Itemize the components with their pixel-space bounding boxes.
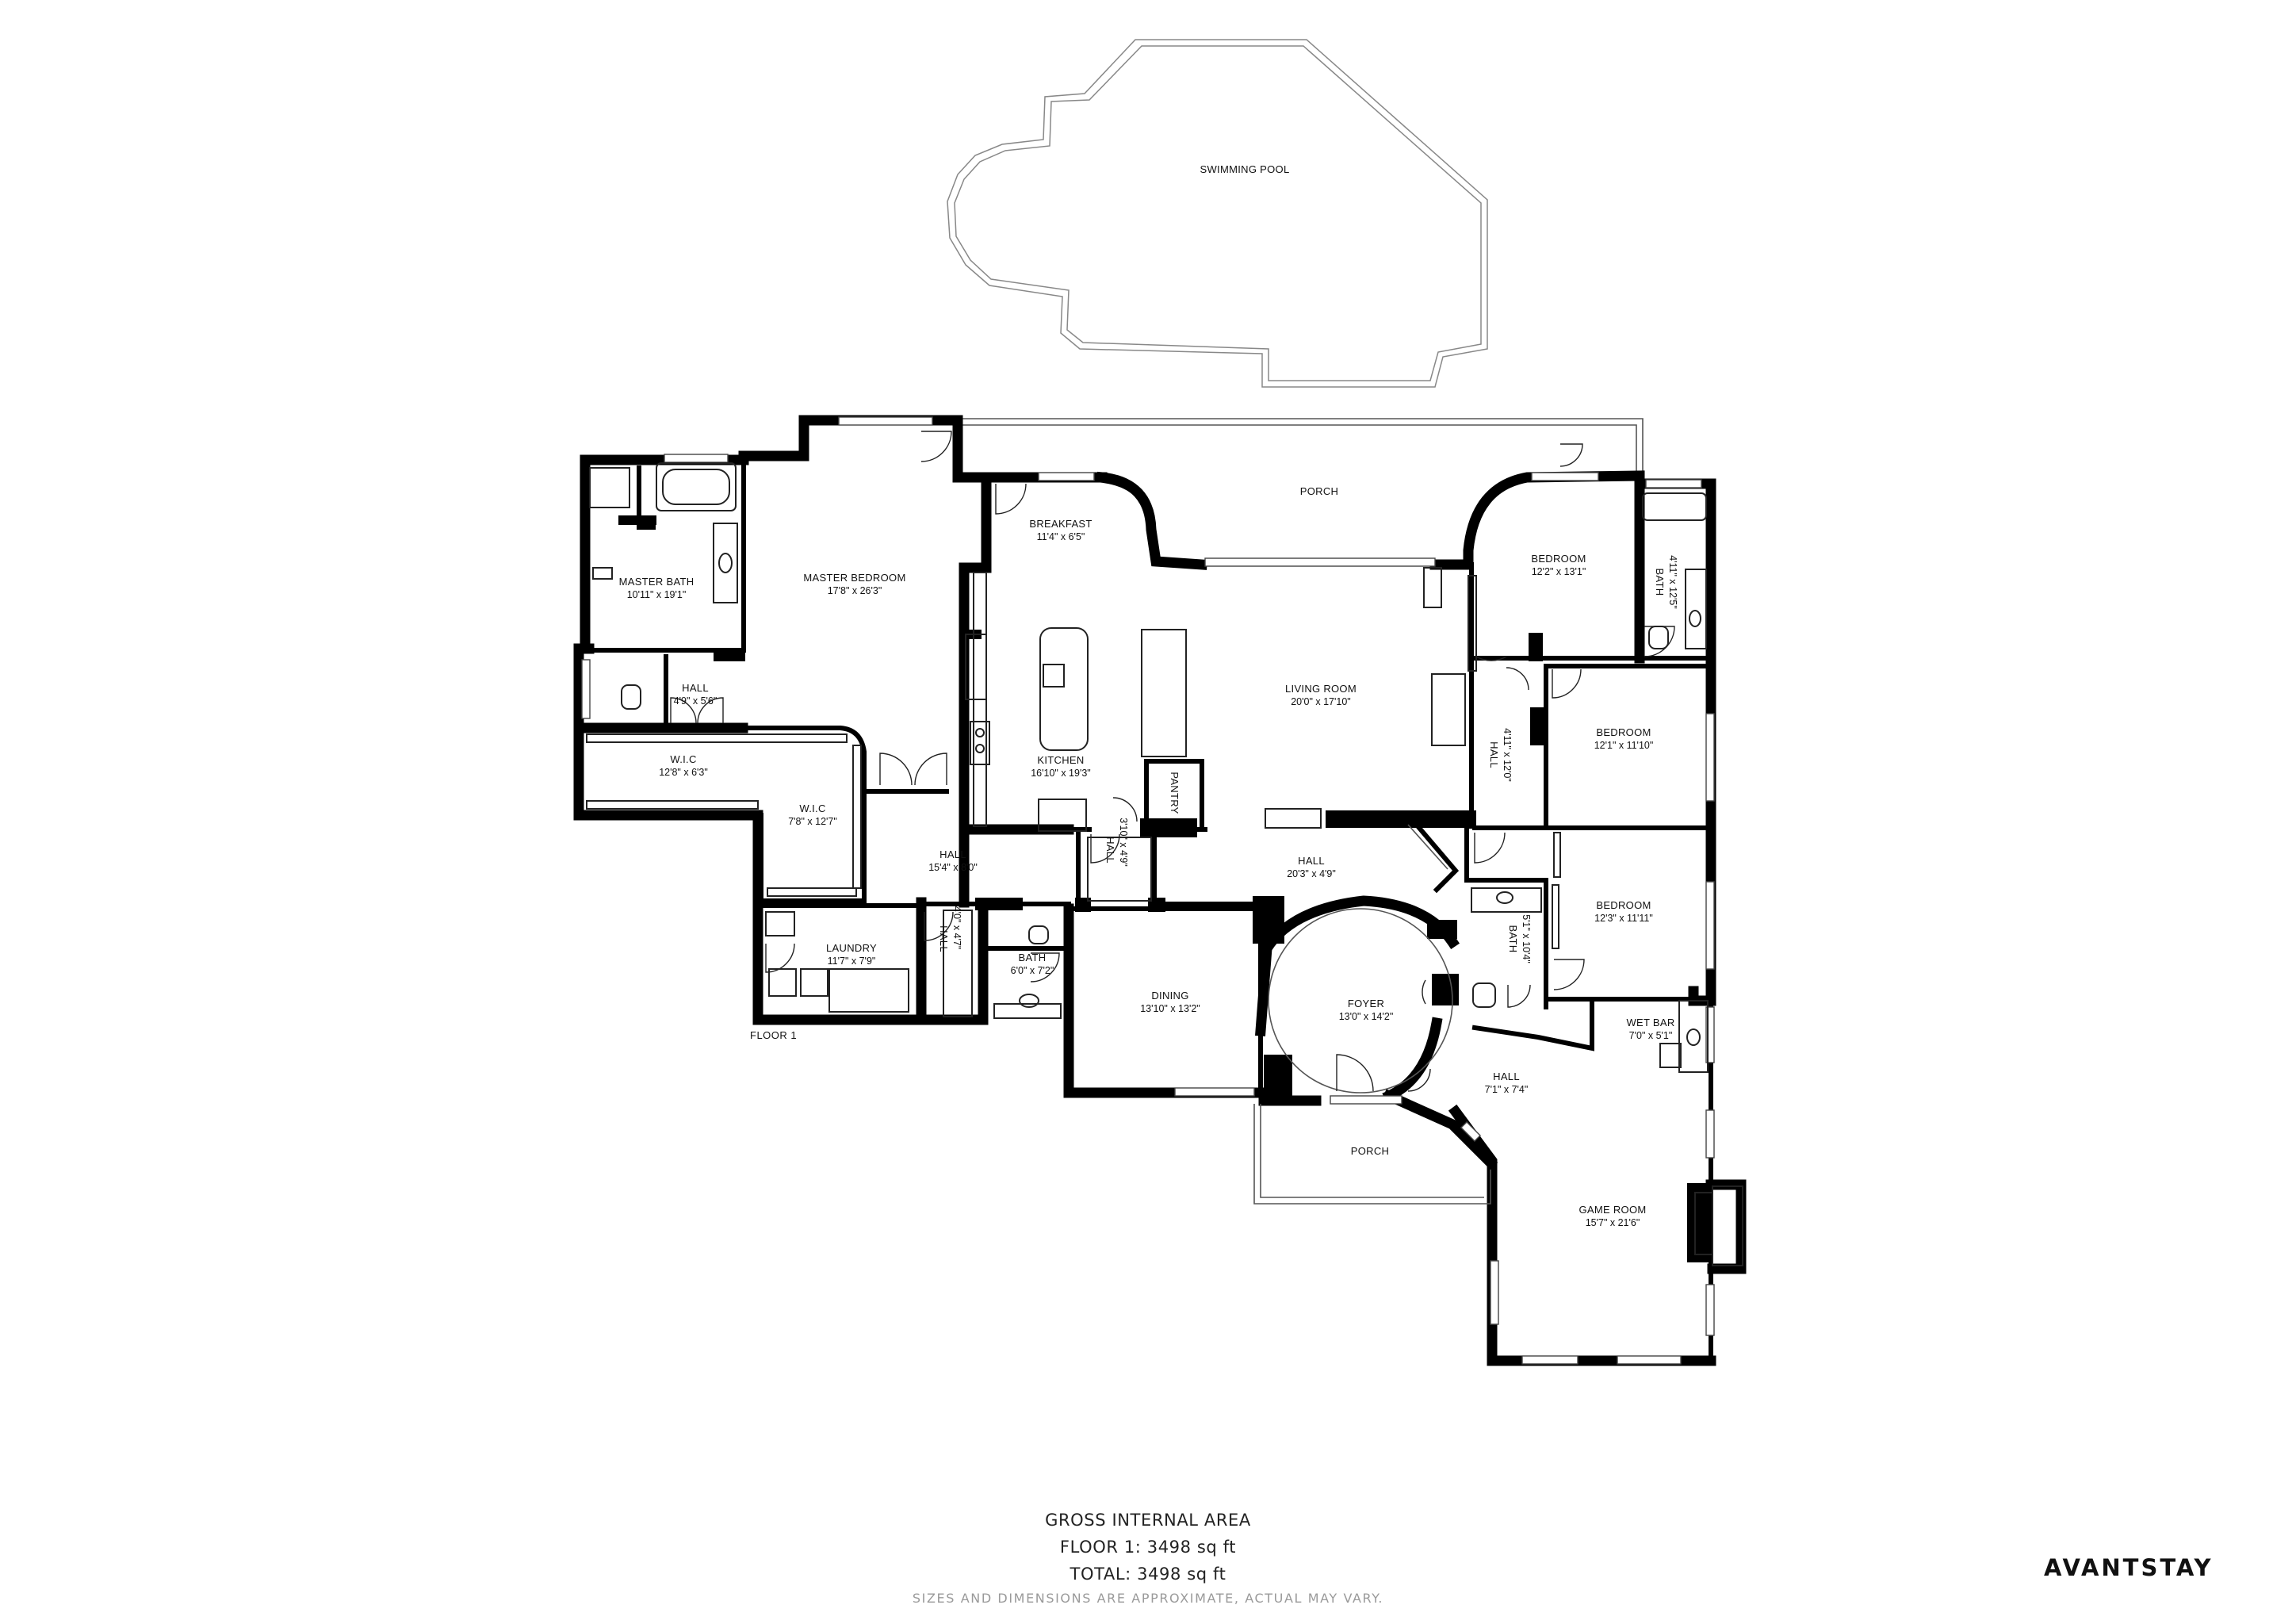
area-summary: GROSS INTERNAL AREA FLOOR 1: 3498 sq ft …: [0, 1507, 2296, 1606]
hall-narrow-name: HALL: [1104, 837, 1116, 864]
hall-laundry-dim: 4'0" x 4'7": [951, 906, 962, 950]
swimming-pool-label: SWIMMING POOL: [1200, 163, 1290, 175]
hall-main-name: HALL: [939, 848, 966, 860]
hall-center-name: HALL: [1298, 855, 1325, 867]
hall-center-dim: 20'3" x 4'9": [1287, 868, 1336, 879]
porch-top-outline: [959, 418, 1644, 474]
fixtures: [586, 462, 1743, 1266]
dining-dim: 13'10" x 13'2": [1140, 1003, 1200, 1014]
hall-bedrooms-dim: 4'11" x 12'0": [1502, 728, 1513, 782]
dining-walls: [1063, 903, 1263, 1098]
master-bedroom-dim: 17'8" x 26'3": [828, 585, 882, 596]
bedroom-3-dim: 12'3" x 11'11": [1594, 913, 1653, 924]
porch-bottom-label: PORCH: [1351, 1145, 1389, 1157]
bedroom-2-dim: 12'1" x 11'10": [1594, 740, 1654, 751]
hall-laundry-name: HALL: [938, 925, 950, 952]
laundry-dim: 11'7" x 7'9": [828, 956, 876, 967]
windows: [581, 416, 1715, 1365]
dining-name: DINING: [1151, 990, 1188, 1002]
floor-area: FLOOR 1: 3498 sq ft: [1059, 1538, 1237, 1557]
living-room-dim: 20'0" x 17'10": [1291, 696, 1351, 707]
bedroom-2-name: BEDROOM: [1596, 726, 1651, 738]
game-room-name: GAME ROOM: [1578, 1204, 1646, 1216]
wet-bar-name: WET BAR: [1626, 1017, 1674, 1028]
wic-1-dim: 12'8" x 6'3": [659, 767, 708, 778]
bedroom-3-name: BEDROOM: [1596, 899, 1651, 911]
bath-1-name: BATH: [1654, 569, 1666, 596]
wic-1-name: W.I.C: [670, 753, 696, 765]
hall-game-dim: 7'1" x 7'4": [1485, 1084, 1529, 1095]
foyer-rotunda: [1255, 824, 1460, 1103]
master-bedroom-name: MASTER BEDROOM: [803, 572, 905, 584]
bedroom-1-dim: 12'2" x 13'1": [1532, 566, 1586, 577]
foyer-dim: 13'0" x 14'2": [1339, 1011, 1394, 1022]
kitchen-name: KITCHEN: [1037, 754, 1084, 766]
total-area: TOTAL: 3498 sq ft: [1070, 1565, 1226, 1584]
bath-3-name: BATH: [1019, 952, 1047, 963]
breakfast-dim: 11'4" x 6'5": [1037, 531, 1085, 542]
bedroom-1-name: BEDROOM: [1531, 553, 1586, 565]
swimming-pool-outline: [947, 39, 1488, 388]
disclaimer: SIZES AND DIMENSIONS ARE APPROXIMATE, AC…: [912, 1591, 1384, 1606]
wic-2-dim: 7'8" x 12'7": [788, 816, 837, 827]
bath-3-dim: 6'0" x 7'2": [1011, 965, 1054, 976]
master-bath-dim: 10'11" x 19'1": [627, 589, 687, 600]
doors: [670, 431, 1675, 1092]
porch-top-label: PORCH: [1300, 485, 1338, 497]
game-room-dim: 15'7" x 21'6": [1586, 1217, 1640, 1228]
wic-2-name: W.I.C: [799, 802, 825, 814]
hall-narrow-dim: 3'10" x 4'9": [1118, 818, 1129, 867]
wet-bar-dim: 7'0" x 5'1": [1629, 1030, 1673, 1041]
master-bath-name: MASTER BATH: [619, 576, 695, 588]
breakfast-name: BREAKFAST: [1029, 518, 1092, 530]
bath-2-dim: 5'1" x 10'4": [1521, 914, 1532, 963]
hall-main-dim: 15'4" x 8'0": [928, 862, 978, 873]
living-room-name: LIVING ROOM: [1285, 683, 1357, 695]
laundry-name: LAUNDRY: [826, 942, 877, 954]
hall-bedrooms-name: HALL: [1488, 741, 1500, 768]
bath-2-name: BATH: [1507, 925, 1519, 953]
foyer-name: FOYER: [1348, 998, 1384, 1009]
bath-1-dim: 4'11" x 12'5": [1667, 555, 1678, 609]
hall-game-name: HALL: [1493, 1071, 1520, 1082]
gross-area-title: GROSS INTERNAL AREA: [1045, 1511, 1251, 1530]
pantry-name: PANTRY: [1169, 772, 1181, 814]
floor-label: FLOOR 1: [750, 1029, 798, 1041]
porch-bottom-outline: [1253, 1089, 1498, 1205]
interior-walls: [576, 458, 1713, 1051]
room-labels: MASTER BATH 10'11" x 19'1" MASTER BEDROO…: [619, 518, 1678, 1228]
hall-small-dim: 4'9" x 5'6": [674, 695, 718, 707]
kitchen-dim: 16'10" x 19'3": [1031, 768, 1091, 779]
hall-small-name: HALL: [682, 682, 709, 694]
brand-logo: AVANTSTAY: [2044, 1554, 2214, 1581]
